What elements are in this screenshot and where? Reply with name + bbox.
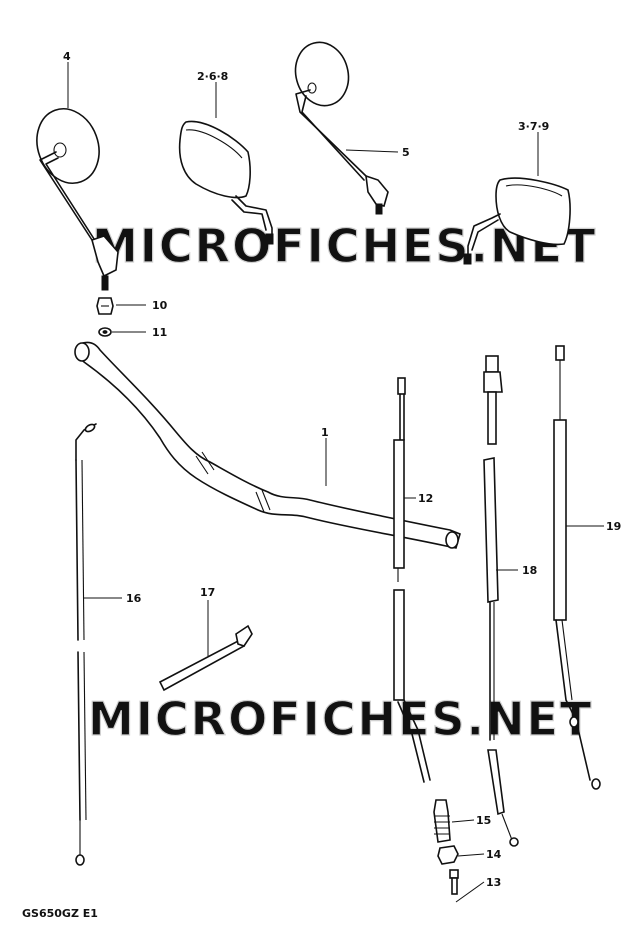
part-3-7-9-rect-mirror xyxy=(463,177,571,265)
callout-2-6-8: 2·6·8 xyxy=(197,70,228,83)
callout-10: 10 xyxy=(152,299,168,312)
part-13-bolt xyxy=(449,869,459,895)
part-18-cable xyxy=(483,355,519,847)
callout-11: 11 xyxy=(152,326,167,339)
callout-3-7-9: 3·7·9 xyxy=(518,120,549,133)
callout-16: 16 xyxy=(126,592,142,605)
part-12-cable xyxy=(393,377,431,783)
part-4-round-mirror-left xyxy=(36,108,119,291)
part-15-adjuster xyxy=(433,799,451,843)
callout-5: 5 xyxy=(402,146,410,159)
part-11-washer xyxy=(98,327,112,337)
part-16-cable xyxy=(75,423,97,866)
callout-15: 15 xyxy=(476,814,491,827)
part-2-6-8-rect-mirror xyxy=(178,120,274,245)
watermark-bottom: MICROFICHES.NET xyxy=(88,692,593,746)
part-17-rod xyxy=(158,624,253,692)
callout-19: 19 xyxy=(606,520,621,533)
callout-14: 14 xyxy=(486,848,502,861)
callout-4: 4 xyxy=(63,50,71,63)
callout-18: 18 xyxy=(522,564,537,577)
callout-12: 12 xyxy=(418,492,433,505)
callout-17: 17 xyxy=(200,586,215,599)
callout-13: 13 xyxy=(486,876,501,889)
part-5-round-mirror-center xyxy=(294,41,389,215)
part-10-nut xyxy=(96,297,114,315)
model-code: GS650GZ E1 xyxy=(22,907,98,920)
part-19-cable xyxy=(553,345,601,790)
part-1-handlebar xyxy=(74,341,461,549)
callout-1: 1 xyxy=(321,426,329,439)
leader-lines xyxy=(67,62,604,903)
part-14-nut xyxy=(437,845,459,865)
